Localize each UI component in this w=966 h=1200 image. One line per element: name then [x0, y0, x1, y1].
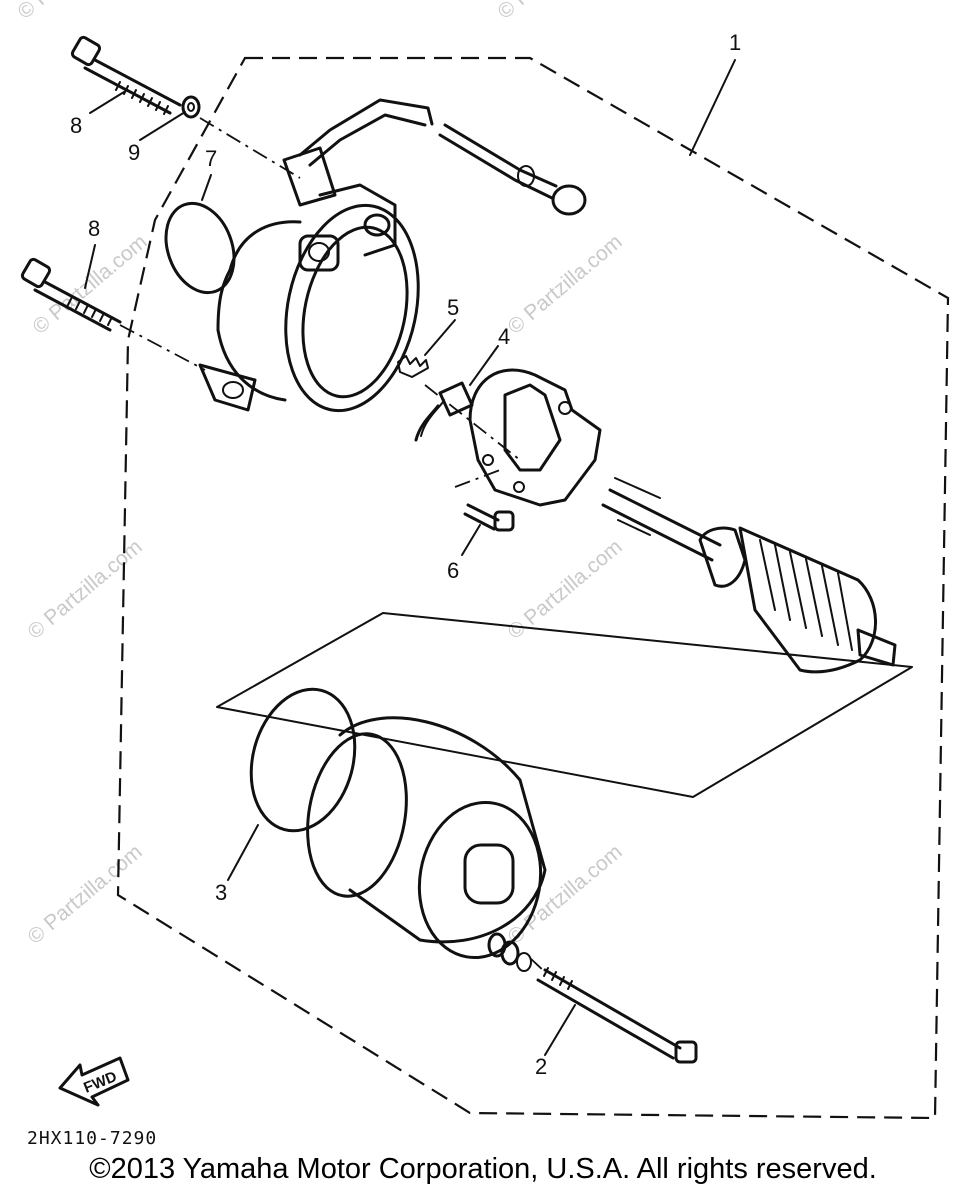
callout-9: 9	[128, 140, 140, 165]
bolt-lower	[20, 257, 122, 332]
through-bolt	[536, 967, 698, 1064]
callout-8-upper: 8	[70, 113, 82, 138]
bolt-upper	[70, 35, 182, 115]
o-ring-large	[249, 687, 357, 833]
callout-2: 2	[535, 1054, 547, 1079]
callout-5: 5	[447, 295, 459, 320]
watermark-5: © Partzilla.com	[23, 840, 146, 949]
assembly-boundary	[116, 56, 950, 1120]
yoke	[306, 716, 547, 960]
washer	[181, 95, 201, 119]
copyright-notice: ©2013 Yamaha Motor Corporation, U.S.A. A…	[89, 1153, 877, 1185]
watermark-7: © Partzilla.com	[13, 0, 136, 24]
callout-1: 1	[729, 30, 741, 55]
leader-lines	[84, 59, 736, 1056]
brush	[414, 381, 474, 442]
brush-holder-plate	[468, 368, 602, 507]
watermarks: © Partzilla.com © Partzilla.com © Partzi…	[13, 0, 626, 949]
screw	[463, 503, 515, 532]
watermark-3: © Partzilla.com	[23, 535, 146, 644]
callout-8-lower: 8	[88, 216, 100, 241]
starter-lead-cable	[282, 98, 587, 216]
armature-boundary	[216, 612, 913, 798]
callout-6: 6	[447, 558, 459, 583]
front-cover	[198, 183, 420, 413]
callout-7: 7	[205, 146, 217, 171]
callout-4: 4	[498, 324, 510, 349]
forward-arrow-icon: FWD	[58, 1056, 130, 1107]
o-ring-small	[164, 201, 236, 295]
watermark-8: © Partzilla.com	[493, 0, 616, 24]
diagram-reference-code: 2HX110-7290	[27, 1128, 158, 1149]
centerline-screw	[454, 469, 501, 488]
callout-3: 3	[215, 880, 227, 905]
centerline-upper-bolt	[199, 117, 301, 179]
callout-numbers: 1 2 3 4 5 6 7 8 8 9	[70, 30, 741, 1079]
armature	[601, 477, 897, 674]
end-washers	[487, 932, 532, 972]
brush-spring	[397, 355, 429, 378]
watermark-2: © Partzilla.com	[503, 230, 626, 339]
centerline-lower-bolt	[119, 324, 206, 371]
centerline-through-bolt	[529, 957, 546, 973]
